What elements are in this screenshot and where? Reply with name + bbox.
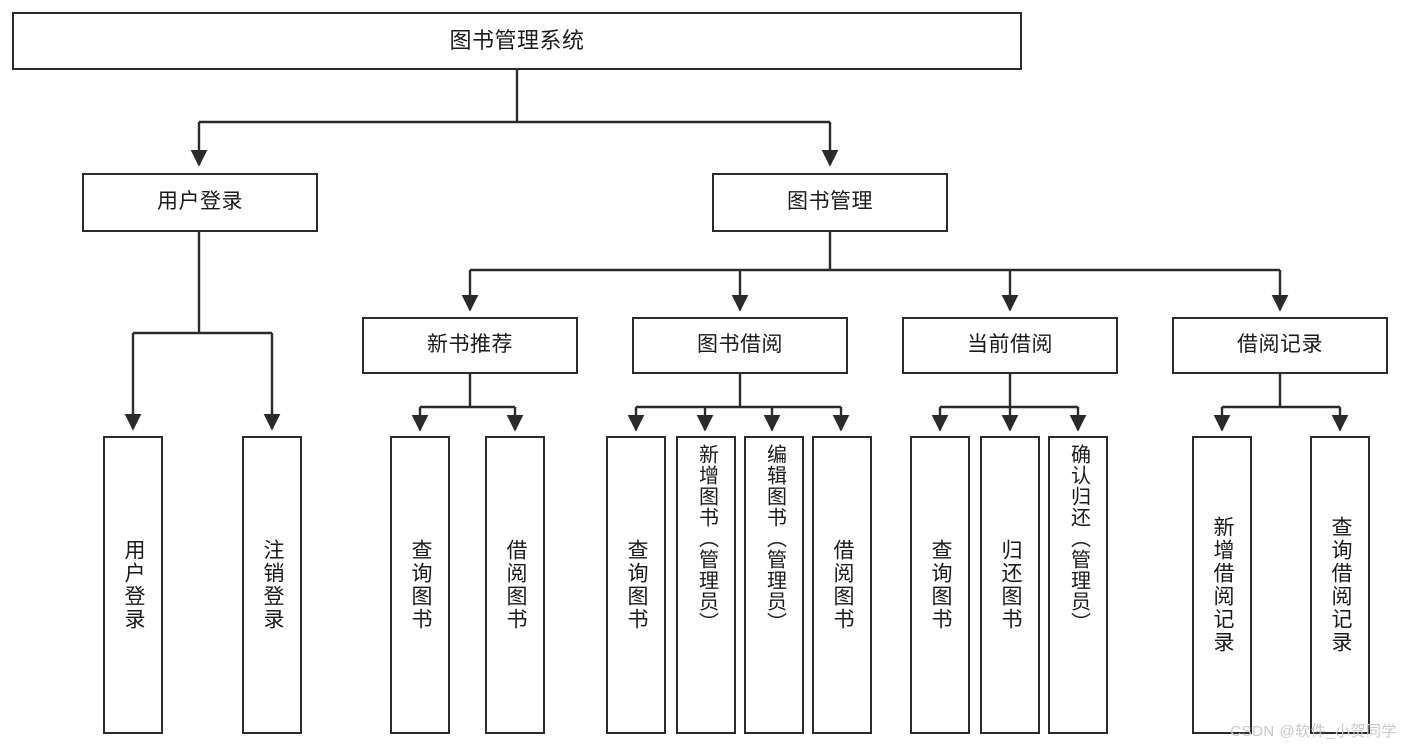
leaf-query-book-borrow[interactable]: 查询图书 (606, 436, 666, 734)
node-label: 新书推荐 (427, 333, 513, 357)
leaf-user-login[interactable]: 用户登录 (103, 436, 163, 734)
node-label: 借阅图书 (831, 539, 855, 631)
leaf-logout[interactable]: 注销登录 (242, 436, 302, 734)
leaf-query-borrow-record[interactable]: 查询借阅记录 (1310, 436, 1370, 734)
leaf-edit-book[interactable]: 编辑图书（管理员） (744, 436, 804, 734)
leaf-confirm-return[interactable]: 确认归还（管理员） (1048, 436, 1108, 734)
node-book-management[interactable]: 图书管理 (712, 173, 948, 232)
node-label: 查询图书 (625, 539, 649, 631)
node-label: 编辑图书（管理员） (763, 444, 786, 633)
node-new-book-recommend[interactable]: 新书推荐 (362, 317, 578, 374)
node-borrow-record[interactable]: 借阅记录 (1172, 317, 1388, 374)
node-label: 图书管理系统 (449, 28, 585, 54)
csdn-watermark: CSDN @软件_小贺同学 (1230, 723, 1397, 740)
leaf-add-book[interactable]: 新增图书（管理员） (676, 436, 736, 734)
node-label: 查询图书 (929, 539, 953, 631)
node-label: 新增借阅记录 (1211, 516, 1235, 654)
leaf-borrow-book[interactable]: 借阅图书 (812, 436, 872, 734)
node-label: 查询借阅记录 (1329, 516, 1353, 654)
node-label: 确认归还（管理员） (1067, 444, 1090, 633)
leaf-add-borrow-record[interactable]: 新增借阅记录 (1192, 436, 1252, 734)
node-root-book-management-system[interactable]: 图书管理系统 (12, 12, 1022, 70)
node-current-borrow[interactable]: 当前借阅 (902, 317, 1118, 374)
leaf-query-book-recommend[interactable]: 查询图书 (390, 436, 450, 734)
node-label: 查询图书 (409, 539, 433, 631)
leaf-query-book-current[interactable]: 查询图书 (910, 436, 970, 734)
node-label: 用户登录 (157, 190, 243, 214)
node-label: 图书管理 (787, 190, 873, 214)
node-label: 归还图书 (999, 539, 1023, 631)
node-label: 图书借阅 (697, 333, 783, 357)
node-book-borrow[interactable]: 图书借阅 (632, 317, 848, 374)
node-user-login[interactable]: 用户登录 (82, 173, 318, 232)
leaf-borrow-book-recommend[interactable]: 借阅图书 (485, 436, 545, 734)
node-label: 借阅图书 (504, 539, 528, 631)
node-label: 借阅记录 (1237, 333, 1323, 357)
leaf-return-book[interactable]: 归还图书 (980, 436, 1040, 734)
node-label: 用户登录 (122, 539, 146, 631)
node-label: 注销登录 (261, 539, 285, 631)
node-label: 新增图书（管理员） (695, 444, 718, 633)
node-label: 当前借阅 (967, 333, 1053, 357)
